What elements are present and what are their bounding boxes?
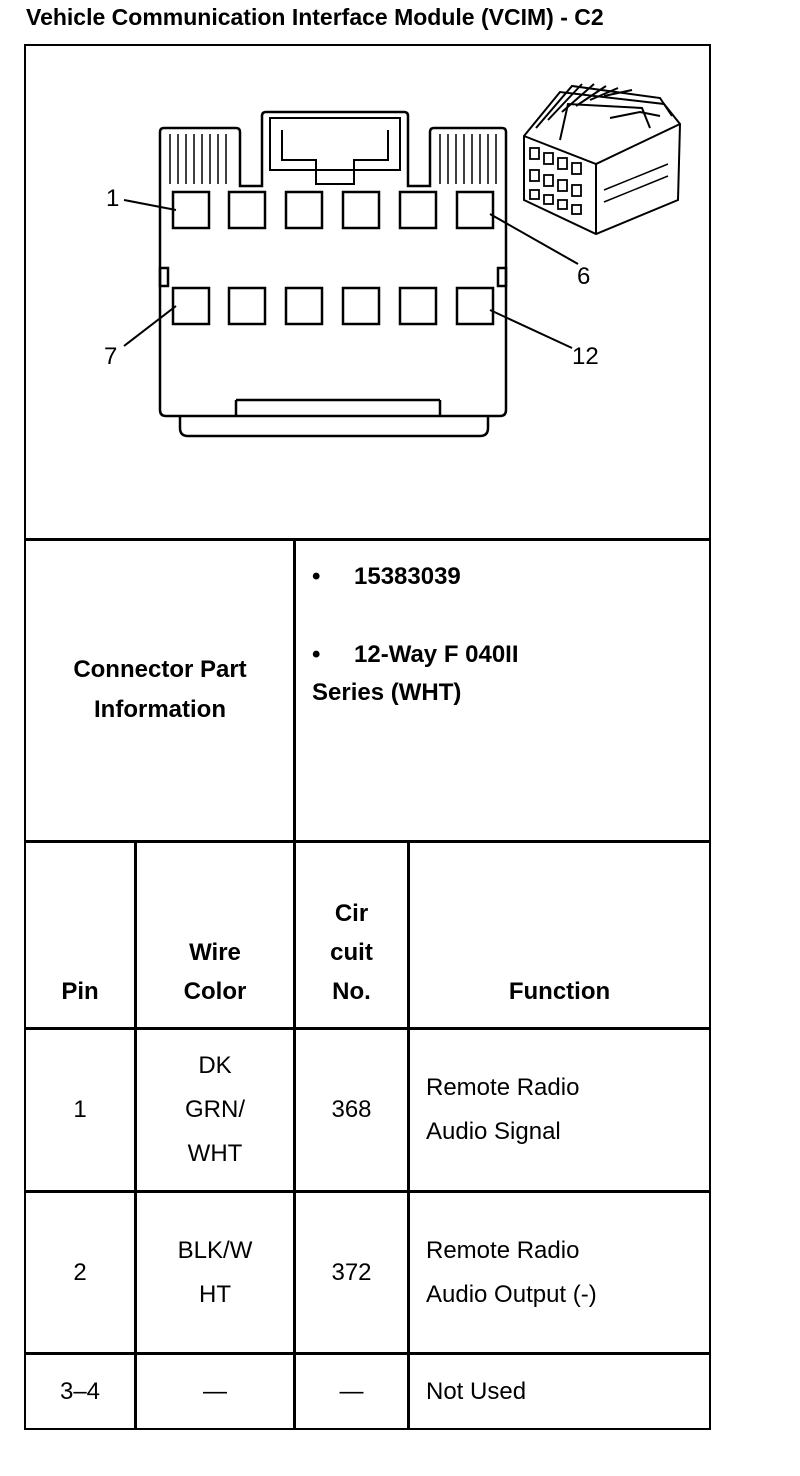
pin-cavity-12 bbox=[455, 286, 495, 326]
row-1-pin: 1 bbox=[73, 1096, 87, 1123]
connector-type-item: • 12-Way F 040II Series (WHT) bbox=[312, 636, 702, 712]
pin-cavity-6 bbox=[455, 190, 495, 230]
part-number: 15383039 bbox=[354, 563, 461, 590]
row-3-pin: 3–4 bbox=[59, 1377, 101, 1405]
connector-table-frame bbox=[24, 44, 711, 1430]
leader-line-1 bbox=[123, 199, 177, 211]
row-2-function: Remote Radio Audio Output (-) bbox=[426, 1236, 597, 1308]
pin-cavity-10 bbox=[341, 286, 381, 326]
pin-cavity-9 bbox=[284, 286, 324, 326]
callout-12: 12 bbox=[572, 343, 599, 370]
part-number-item: • 15383039 bbox=[312, 558, 702, 596]
pin-cavity-8 bbox=[227, 286, 267, 326]
row-2-circuit: 372 bbox=[331, 1258, 372, 1286]
leader-line-12 bbox=[489, 309, 573, 349]
pin-cavity-11 bbox=[398, 286, 438, 326]
pin-cavities bbox=[171, 190, 495, 326]
divider-part-info bbox=[24, 840, 711, 843]
divider-part-info-col bbox=[293, 538, 296, 843]
bullet-icon: • bbox=[312, 563, 321, 590]
callout-7: 7 bbox=[104, 343, 117, 370]
callout-6: 6 bbox=[577, 263, 590, 290]
pin-cavity-7 bbox=[171, 286, 211, 326]
divider-diagram bbox=[24, 538, 711, 541]
row-1-function: Remote Radio Audio Signal bbox=[426, 1074, 580, 1145]
connector-body-outline bbox=[158, 110, 508, 418]
connector-part-info-list: • 15383039 • 12-Way F 040II Series (WHT) bbox=[312, 558, 702, 712]
row-2-wire-color: BLK/W HT bbox=[177, 1236, 253, 1308]
divider-row-2 bbox=[24, 1352, 711, 1355]
connector-diagram: 1 6 7 12 bbox=[104, 83, 682, 438]
pin-cavity-4 bbox=[341, 190, 381, 230]
row-1-circuit: 368 bbox=[331, 1096, 372, 1123]
pin-cavity-3 bbox=[284, 190, 324, 230]
row-1-wire-color: DK GRN/ WHT bbox=[185, 1052, 245, 1167]
header-wire-color: Wire Color bbox=[183, 939, 247, 1005]
page-title: Vehicle Communication Interface Module (… bbox=[26, 4, 604, 30]
pin-cavity-1 bbox=[171, 190, 211, 230]
divider-col-pin bbox=[134, 840, 137, 1430]
connector-series: Series (WHT) bbox=[312, 679, 462, 706]
callout-1: 1 bbox=[106, 185, 119, 212]
leader-line-6 bbox=[489, 213, 579, 265]
connector-type: 12-Way F 040II bbox=[354, 641, 519, 668]
pin-cavity-5 bbox=[398, 190, 438, 230]
connector-isometric-view bbox=[523, 83, 682, 236]
divider-row-1 bbox=[24, 1190, 711, 1193]
connector-part-info-label: Connector Part Information bbox=[73, 656, 247, 723]
row-3-wire-color: — bbox=[203, 1377, 227, 1405]
row-2-pin: 2 bbox=[73, 1258, 87, 1286]
divider-col-wire bbox=[293, 840, 296, 1430]
bullet-icon: • bbox=[312, 641, 321, 668]
header-function: Function bbox=[508, 978, 611, 1005]
row-3-function: Not Used bbox=[426, 1377, 527, 1405]
leader-line-7 bbox=[123, 305, 177, 347]
header-circuit-no: Cir cuit No. bbox=[330, 900, 373, 1005]
header-pin: Pin bbox=[61, 978, 99, 1005]
divider-col-circuit bbox=[407, 840, 410, 1430]
pin-cavity-2 bbox=[227, 190, 267, 230]
divider-header bbox=[24, 1027, 711, 1030]
row-3-circuit: — bbox=[339, 1377, 364, 1405]
